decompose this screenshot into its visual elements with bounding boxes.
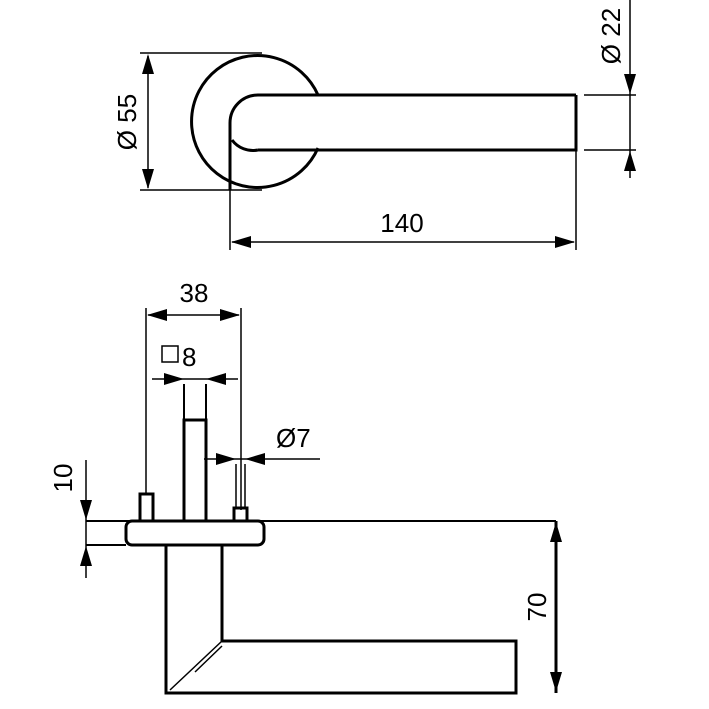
- lever-inner-curve: [230, 139, 259, 152]
- lever-height-dimension: 70: [522, 522, 562, 692]
- square-spindle-label: 8: [182, 342, 196, 372]
- spindle-spacing-label: 38: [180, 278, 209, 308]
- fixing-pin-left: [138, 492, 155, 523]
- spindle-spacing-dimension: 38: [145, 278, 242, 510]
- side-view: 38 8 Ø7 10 70: [48, 278, 562, 695]
- lever-length-dimension: 140: [229, 150, 577, 250]
- rose-diameter-label: Ø 55: [112, 94, 142, 150]
- pin-diameter-dimension: Ø7: [204, 423, 320, 465]
- pin-diameter-label: Ø7: [276, 423, 311, 453]
- top-view: Ø 55 140 Ø 22: [112, 0, 636, 250]
- square-spindle: [182, 384, 208, 523]
- lever-diameter-dimension: Ø 22: [584, 0, 636, 178]
- rose-outline: [190, 54, 320, 189]
- lever-length-label: 140: [380, 208, 423, 238]
- lever-body: [164, 521, 558, 695]
- lever-height-label: 70: [522, 593, 552, 622]
- square-symbol-icon: [161, 345, 179, 363]
- lever-diameter-label: Ø 22: [596, 8, 626, 64]
- square-spindle-dimension: 8: [152, 342, 238, 385]
- rose-plate: [124, 519, 266, 547]
- rose-thickness-label: 10: [48, 464, 78, 493]
- lever-outline: [228, 93, 578, 190]
- rose-thickness-dimension: 10: [48, 460, 92, 578]
- rose-diameter-dimension: Ø 55: [112, 52, 262, 191]
